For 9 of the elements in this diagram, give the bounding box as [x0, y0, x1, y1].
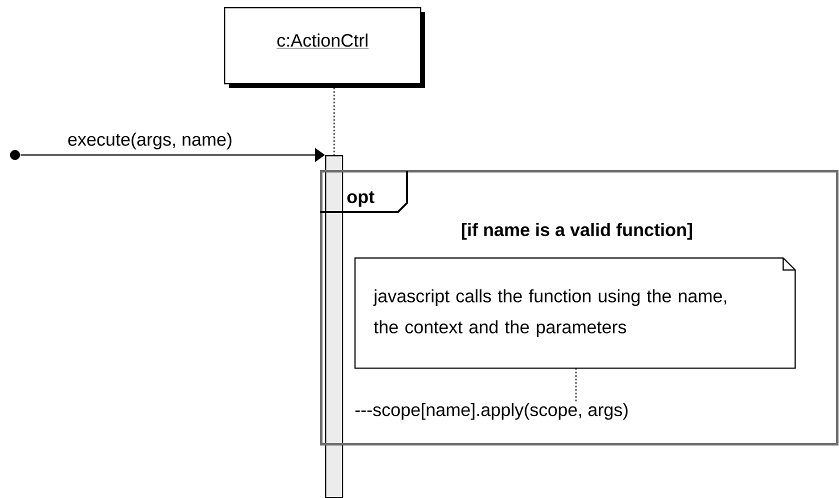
dotted-line [575, 368, 577, 402]
message-text: ---scope[name].apply(scope, args) [355, 402, 628, 420]
activation-bar [325, 155, 344, 498]
lifeline-head-box: c:ActionCtrl [224, 7, 425, 88]
operator-label: opt [347, 191, 374, 207]
note-box: javascript calls the function using the name, the context and the parameters [354, 257, 796, 369]
edge-label: execute(args, name) [66, 132, 234, 150]
start-dot [10, 150, 20, 160]
guard-condition: [if name is a valid function] [462, 222, 692, 240]
